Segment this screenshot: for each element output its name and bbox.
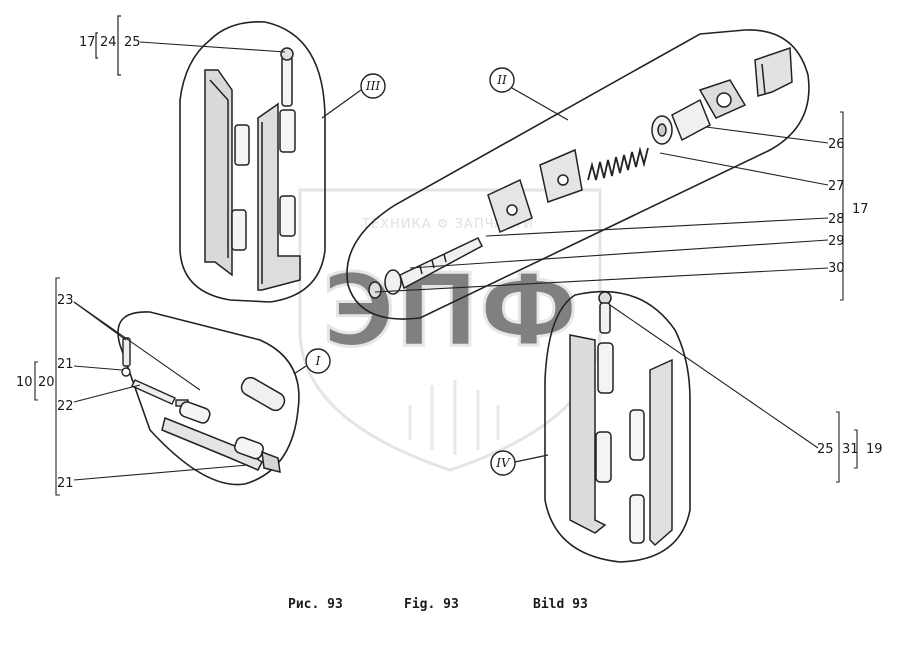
callout-10: 10	[16, 375, 33, 390]
callout-25-iv: 25	[817, 442, 834, 457]
view-i: I 23 21 10 20 22 21	[16, 277, 331, 496]
view-ii-marker: II	[489, 67, 569, 121]
hinge-half-left	[204, 69, 250, 277]
callout-17: 17	[79, 35, 96, 50]
watermark-text: ТЕХНИКА ⚙ ЗАПЧАСТИ	[361, 217, 534, 232]
callout-19: 19	[866, 442, 883, 457]
spring	[587, 146, 649, 181]
callout-29: 29	[828, 234, 845, 249]
view-i-marker: I	[293, 348, 331, 375]
view-iii: III 17 24 25	[79, 15, 386, 303]
view-iii-marker: III	[321, 73, 386, 119]
callout-31: 31	[842, 442, 859, 457]
callout-26: 26	[828, 137, 845, 152]
hinge-half-right	[257, 102, 301, 291]
view-iii-outline	[179, 21, 326, 303]
callout-22: 22	[57, 399, 74, 414]
view-iv-marker: IV	[490, 450, 549, 476]
callout-21-bottom: 21	[57, 476, 74, 491]
view-ii: II 26 27 28 29 30 17	[346, 29, 869, 320]
callout-25: 25	[124, 35, 141, 50]
view-i-label: I	[315, 354, 321, 368]
view-ii-label: II	[496, 73, 507, 87]
view-iv: IV 25 31 19	[490, 290, 883, 563]
callout-24: 24	[100, 35, 117, 50]
view-i-outline	[117, 311, 300, 486]
caption-german: Bild 93	[533, 597, 588, 612]
hinge-pin-iv	[598, 291, 612, 334]
hinge-leaf-i	[161, 401, 281, 473]
pin-23	[121, 337, 131, 377]
watermark-logo: ЭПФ	[322, 252, 578, 369]
callout-28: 28	[828, 212, 845, 227]
view-iv-outline	[544, 290, 691, 563]
watermark: ТЕХНИКА ⚙ ЗАПЧАСТИ ЭПФ	[298, 188, 602, 472]
caption-russian: Рис. 93	[288, 597, 343, 612]
hinge-barrel-i	[240, 376, 286, 412]
callout-17-group: 17	[852, 202, 869, 217]
hinge-half-iv-left	[569, 334, 614, 534]
callouts-25-31-19	[609, 304, 858, 483]
hinge-half-iv-right	[629, 358, 673, 547]
door-bracket	[754, 46, 793, 97]
wheat-emblem	[408, 380, 500, 455]
hinge-pin-iii	[280, 47, 294, 107]
cap-washer	[651, 115, 673, 145]
callout-17-24-25: 17 24 25	[79, 15, 286, 76]
bracket-plates	[487, 148, 583, 234]
callout-27: 27	[828, 179, 845, 194]
callouts-left	[34, 277, 249, 496]
bolt-assembly	[368, 237, 483, 299]
view-iii-label: III	[365, 79, 380, 93]
view-iv-label: IV	[495, 456, 511, 470]
callout-21-top: 21	[57, 357, 74, 372]
callout-30: 30	[828, 261, 845, 276]
sleeve-nut	[671, 79, 747, 142]
view-ii-outline	[346, 29, 810, 320]
callout-20: 20	[38, 375, 55, 390]
callouts-26-30	[374, 111, 844, 301]
callout-23: 23	[57, 293, 74, 308]
caption-english: Fig. 93	[404, 597, 459, 612]
